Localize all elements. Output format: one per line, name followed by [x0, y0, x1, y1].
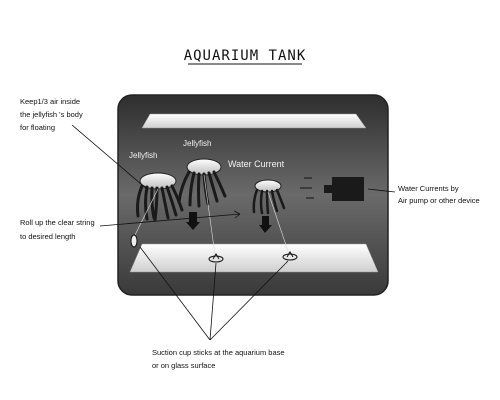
- diagram-title: AQUARIUM TANK: [184, 48, 307, 64]
- note-suction-cup: Suction cup sticks at the aquarium base …: [152, 348, 287, 370]
- note-water-currents: Water Currents by Air pump or other devi…: [398, 184, 480, 205]
- jellyfish-cap: [139, 172, 177, 190]
- leader-lines: [71, 124, 396, 341]
- suction-cup: [208, 255, 224, 263]
- aquarium-tank: [117, 94, 389, 296]
- clear-strings: [133, 174, 290, 256]
- leader-suction-2: [209, 262, 217, 341]
- air-pump-body: [332, 177, 364, 201]
- air-pump-nozzle: [324, 185, 332, 193]
- air-pump: [300, 177, 364, 201]
- label-water-current: Water Current: [228, 159, 285, 169]
- jellyfish-left: [136, 172, 184, 222]
- leader-roll: [99, 213, 241, 227]
- note-roll-string: Roll up the clear string to desired leng…: [20, 218, 97, 241]
- leader-roll-arrow: [233, 210, 241, 219]
- suction-cup: [282, 253, 298, 261]
- label-jellyfish-middle: Jellyfish: [183, 139, 211, 148]
- leader-suction-1: [139, 246, 211, 341]
- down-arrow: [186, 222, 200, 230]
- note-air-inside: Keep1/3 air inside the jellyfish 's body…: [20, 97, 85, 132]
- leader-air: [71, 124, 149, 191]
- suction-cup: [130, 234, 138, 248]
- suction-cups: [130, 234, 298, 263]
- jellyfish-tentacles: [252, 188, 286, 215]
- weight-block: [189, 212, 197, 222]
- down-arrow: [259, 225, 272, 233]
- tank-floor: [129, 243, 379, 273]
- leader-suction-3: [209, 260, 289, 341]
- weight-block: [262, 216, 269, 225]
- tank-top-ledge: [141, 113, 367, 129]
- jellyfish-tentacles: [136, 184, 184, 222]
- label-jellyfish-left: Jellyfish: [129, 151, 157, 160]
- jellyfish-right: [252, 179, 286, 233]
- jellyfish-tentacles: [177, 170, 227, 208]
- leader-pump: [367, 188, 396, 193]
